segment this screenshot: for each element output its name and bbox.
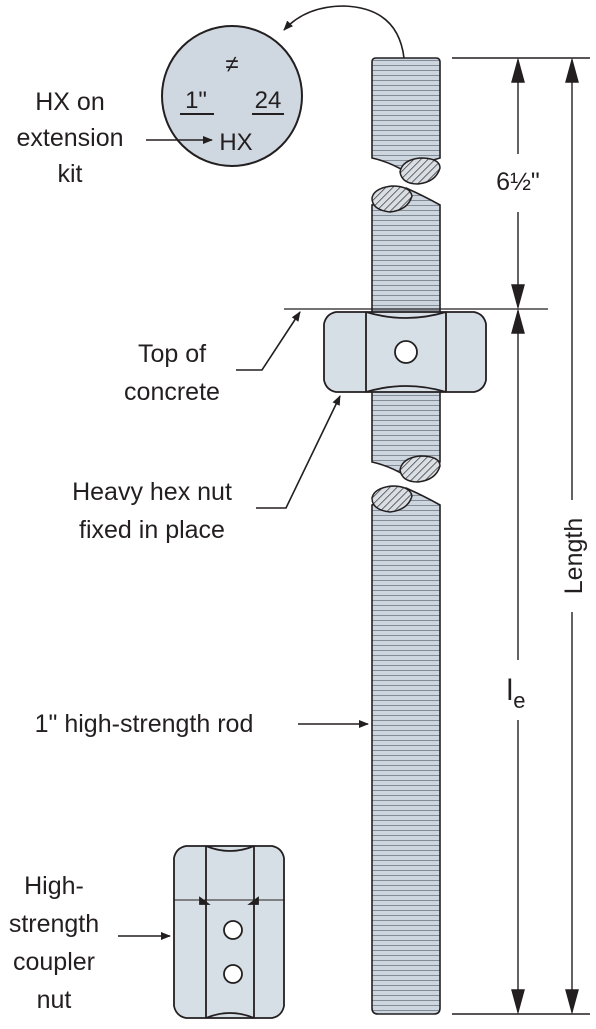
stamp-diameter: 1" — [185, 87, 207, 114]
label-top-of-concrete: Top of concrete — [124, 308, 548, 406]
dim-length-label: Length — [560, 518, 588, 594]
hx-label-line-2: extension — [16, 124, 123, 152]
stamp-code: HX — [219, 129, 252, 156]
coupler-nut — [173, 845, 285, 1019]
dimension-lines — [452, 57, 590, 1015]
rod-break-upper — [371, 157, 441, 213]
dim-le-label: le — [507, 674, 526, 713]
hex-nut-label-line-1: Heavy hex nut — [72, 478, 232, 506]
stamp-badge: ≠ 1" 24 HX — [161, 25, 303, 167]
hx-label-line-1: HX on — [35, 88, 104, 116]
concrete-leader-arrow — [236, 311, 301, 371]
coupler-label-line-3: coupler — [13, 948, 95, 976]
concrete-label-line-2: concrete — [124, 378, 220, 406]
threaded-rod — [371, 57, 441, 1015]
stamp-symbol: ≠ — [225, 51, 238, 78]
rod-label: 1" high-strength rod — [35, 710, 254, 738]
coupler-label-line-4: nut — [37, 986, 72, 1014]
hex-nut-leader-arrow — [256, 395, 341, 509]
label-hx-extension-kit: HX on extension kit — [16, 88, 213, 188]
concrete-label-line-1: Top of — [138, 340, 206, 368]
coupler-label-line-1: High- — [24, 872, 84, 900]
hx-label-line-3: kit — [58, 160, 83, 188]
dim-6-5-label: 6½" — [496, 168, 540, 196]
rod-break-lower — [371, 455, 441, 513]
hex-nut-label-line-2: fixed in place — [79, 516, 225, 544]
stamp-pointer-arrow — [283, 5, 405, 59]
label-coupler-nut: High- strength coupler nut — [9, 872, 171, 1014]
label-rod: 1" high-strength rod — [35, 710, 369, 738]
heavy-hex-nut — [323, 311, 487, 393]
label-heavy-hex-nut: Heavy hex nut fixed in place — [72, 395, 341, 544]
coupler-label-line-2: strength — [9, 910, 99, 938]
stamp-threads: 24 — [255, 87, 282, 114]
